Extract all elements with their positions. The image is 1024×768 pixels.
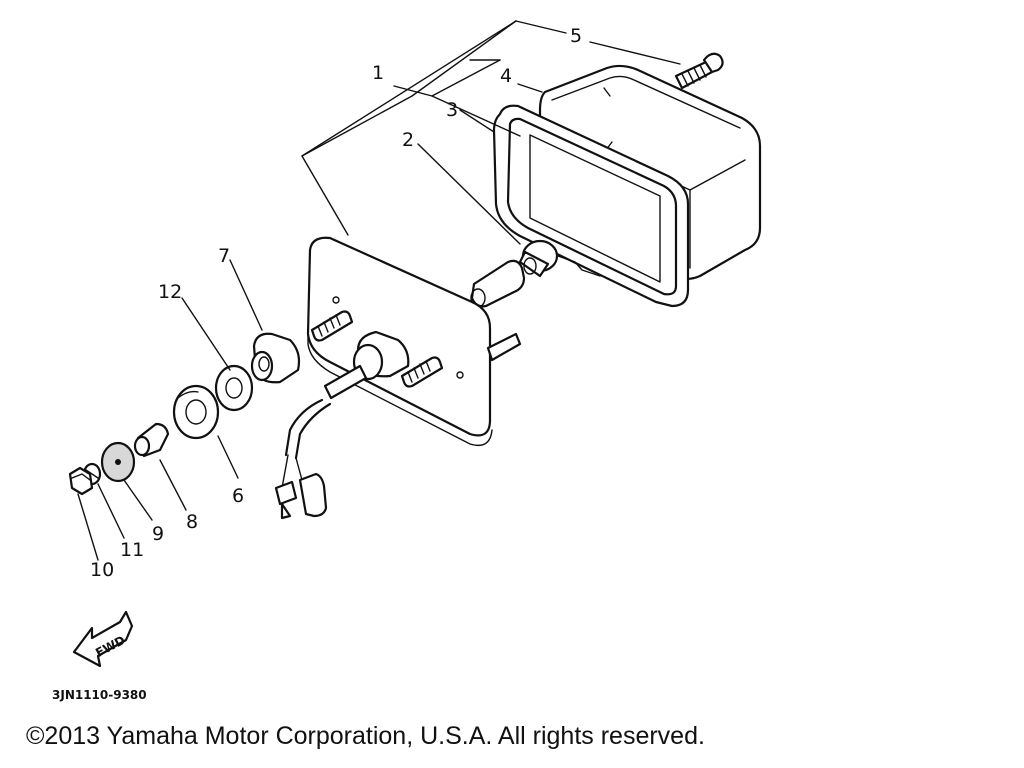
part-label-9: 9	[152, 523, 164, 545]
part-label-11: 11	[120, 539, 144, 561]
wire-lead	[274, 398, 332, 520]
drawing-code: 3JN1110-9380	[52, 688, 147, 702]
part-label-8: 8	[186, 511, 198, 533]
screw	[674, 52, 724, 90]
grommet-ring-6	[172, 384, 220, 440]
bulb	[470, 239, 559, 308]
part-label-10: 10	[90, 559, 114, 581]
gasket	[492, 104, 690, 308]
part-label-6: 6	[232, 485, 244, 507]
collar-8	[133, 422, 170, 458]
washer-9	[100, 441, 136, 483]
copyright-notice: ©2013 Yamaha Motor Corporation, U.S.A. A…	[26, 722, 705, 750]
tail-light-assembly-drawing: 1 2 3 4 5 6 7 8 9 10 11 12 FWD 3JN1110-9…	[52, 20, 762, 702]
grommet	[250, 332, 301, 384]
base-plate	[306, 236, 522, 447]
part-label-12: 12	[158, 281, 182, 303]
part-number-labels: 1 2 3 4 5 6 7 8 9 10 11 12	[90, 25, 582, 581]
part-label-4: 4	[500, 65, 512, 87]
part-label-7: 7	[218, 245, 230, 267]
leader-lines	[77, 20, 681, 561]
part-label-2: 2	[402, 129, 414, 151]
part-label-1: 1	[372, 62, 384, 84]
forward-arrow-icon: FWD	[72, 610, 134, 668]
nut-10	[68, 466, 94, 496]
part-label-5: 5	[570, 25, 582, 47]
washer-12	[214, 364, 254, 412]
part-label-3: 3	[446, 99, 458, 121]
